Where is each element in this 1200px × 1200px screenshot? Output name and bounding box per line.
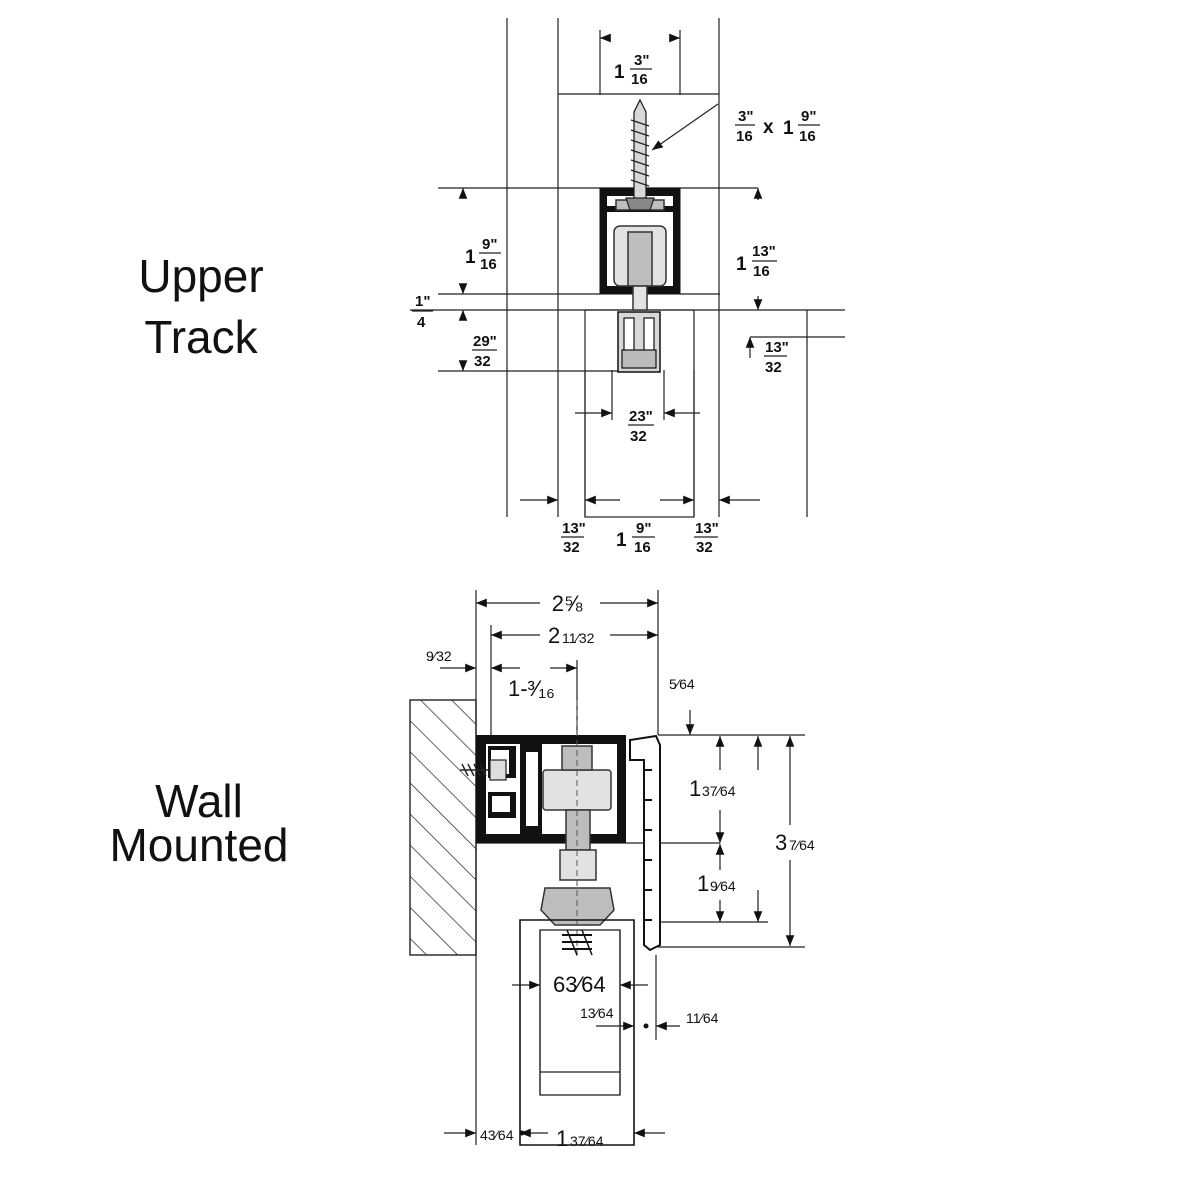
dim-guide-height-num: 29" xyxy=(473,333,497,350)
dim-total-height-frac: 7⁄64 xyxy=(789,837,815,853)
dim-screw-b-den: 16 xyxy=(799,128,816,145)
dim-bottom-mid-num: 9" xyxy=(636,520,651,537)
dim-quarter-den: 4 xyxy=(417,314,426,331)
dim-top-width-den: 16 xyxy=(631,71,648,88)
dim-lower-height-frac: 9⁄64 xyxy=(710,878,736,894)
upper-track-label-line2: Track xyxy=(144,311,258,363)
dim-left-offset: 9⁄32 xyxy=(426,648,452,664)
dim-inner-width-frac: 11⁄32 xyxy=(562,630,595,646)
dim-left-height-num: 9" xyxy=(482,236,497,253)
dim-guide-width-num: 23" xyxy=(629,408,653,425)
dim-lower-height-whole: 1 xyxy=(697,871,709,896)
dim-small-b: 11⁄64 xyxy=(686,1010,719,1026)
dim-bottom-right-den: 32 xyxy=(696,539,713,556)
dim-screw-x: x xyxy=(763,117,774,138)
upper-track-dimensions: 1 3" 16 3" 16 x 1 9" 16 1 9" 16 1 13" 16… xyxy=(415,52,816,556)
dim-screw-b-num: 9" xyxy=(801,108,816,125)
dim-bottom-mid-den: 16 xyxy=(634,539,651,556)
dim-guide-width-den: 32 xyxy=(630,428,647,445)
dim-total-height-whole: 3 xyxy=(775,830,787,855)
dim-track-height-frac: 37⁄64 xyxy=(702,783,736,799)
dim-right-height-whole: 1 xyxy=(736,254,747,275)
dim-inner-width-whole: 2 xyxy=(548,623,560,648)
dim-right-height-num: 13" xyxy=(752,243,776,260)
wall-mounted-label-line1: Wall xyxy=(155,775,243,827)
dim-left-height-whole: 1 xyxy=(465,247,476,268)
screw-icon xyxy=(625,98,655,211)
upper-track-label-line1: Upper xyxy=(138,250,263,302)
dim-top-gap: 5⁄64 xyxy=(669,676,695,692)
dim-bottom-left-num: 13" xyxy=(562,520,586,537)
wall-mounted-drawing xyxy=(409,590,805,1146)
dim-right-small-num: 13" xyxy=(765,339,789,356)
dim-center-offset: 1-³⁄₁₆ xyxy=(508,676,555,701)
dim-right-height-den: 16 xyxy=(753,263,770,280)
dim-screw-b-whole: 1 xyxy=(783,118,794,139)
dim-guide-height-den: 32 xyxy=(474,353,491,370)
dim-bottom-mid-whole: 1 xyxy=(556,1126,568,1151)
dim-door-width: 63⁄64 xyxy=(553,972,606,997)
dim-bottom-left-den: 32 xyxy=(563,539,580,556)
dim-small-a: 13⁄64 xyxy=(580,1005,614,1021)
dim-screw-a-num: 3" xyxy=(738,108,753,125)
dim-top-width-num: 3" xyxy=(634,52,649,69)
dim-bottom-mid-frac: 37⁄64 xyxy=(570,1133,604,1149)
wall-hatch xyxy=(409,699,477,956)
dim-screw-a-den: 16 xyxy=(736,128,753,145)
dim-top-width-whole: 1 xyxy=(614,62,625,83)
dim-right-small-den: 32 xyxy=(765,359,782,376)
dim-bottom-left: 43⁄64 xyxy=(480,1127,514,1143)
dim-bottom-right-num: 13" xyxy=(695,520,719,537)
dim-track-height-whole: 1 xyxy=(689,776,701,801)
wall-mounted-label-line2: Mounted xyxy=(109,819,288,871)
dim-overall-width: 2⅝ xyxy=(552,591,583,616)
upper-track-drawing xyxy=(410,18,845,538)
wall-screw-icon xyxy=(460,759,507,781)
wall-mounted-dimensions: 2⅝ 2 11⁄32 9⁄32 1-³⁄₁₆ 5⁄64 1 37⁄64 3 7⁄… xyxy=(426,591,815,1151)
dim-bottom-mid-whole: 1 xyxy=(616,530,627,551)
guide-icon xyxy=(617,311,661,373)
dim-quarter-num: 1" xyxy=(415,293,430,310)
dim-left-height-den: 16 xyxy=(480,256,497,273)
